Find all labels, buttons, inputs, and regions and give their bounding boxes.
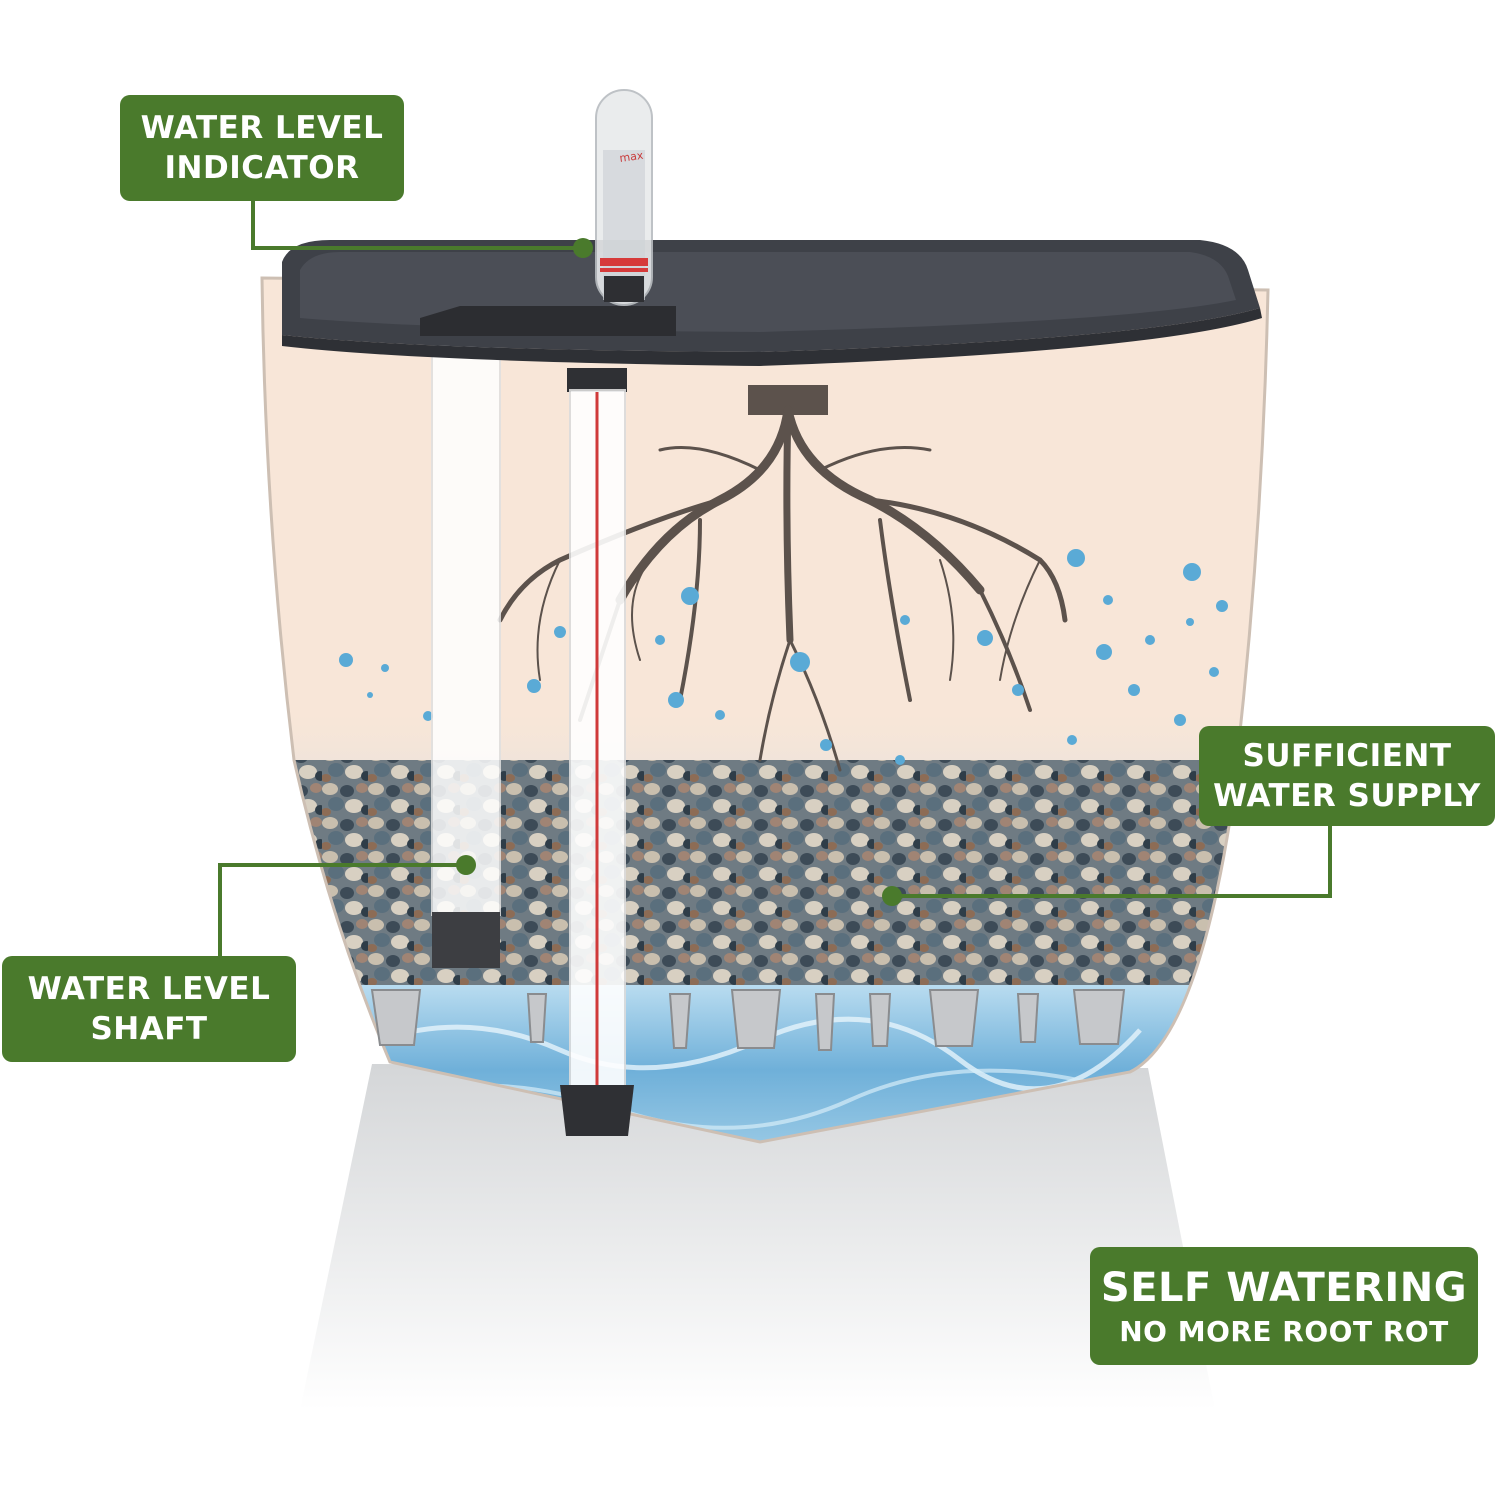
water-level-indicator-line2: INDICATOR <box>164 150 360 186</box>
sufficient-water-supply-label: SUFFICIENT WATER SUPPLY <box>1199 726 1495 826</box>
water-level-shaft-label: WATER LEVEL SHAFT <box>2 956 296 1062</box>
pot-outline <box>260 276 1270 1144</box>
connector-lines <box>218 201 1332 956</box>
svg-text:max: max <box>619 149 645 165</box>
water-level-indicator-float: max <box>595 89 653 306</box>
water-level-indicator-label: WATER LEVEL INDICATOR <box>120 95 404 201</box>
self-watering-title: SELF WATERING <box>1100 1264 1468 1311</box>
connector-dots <box>456 238 902 906</box>
sufficient-water-supply-line2: WATER SUPPLY <box>1213 778 1481 814</box>
wicking-baskets <box>370 989 1126 1051</box>
floor-reflection <box>300 1064 1215 1410</box>
water-level-indicator-line1: WATER LEVEL <box>140 109 384 146</box>
sufficient-water-supply-line1: SUFFICIENT <box>1242 737 1452 774</box>
water-bubbles <box>339 549 1228 765</box>
pot-rim <box>282 240 1262 366</box>
self-watering-label: SELF WATERING NO MORE ROOT ROT <box>1090 1247 1478 1365</box>
water-level-shaft-line1: WATER LEVEL <box>27 970 271 1007</box>
indicator-tube <box>560 368 634 1136</box>
self-watering-subtitle: NO MORE ROOT ROT <box>1119 1314 1449 1348</box>
plant-roots <box>497 385 1068 772</box>
water-level-shaft-line2: SHAFT <box>90 1011 208 1047</box>
